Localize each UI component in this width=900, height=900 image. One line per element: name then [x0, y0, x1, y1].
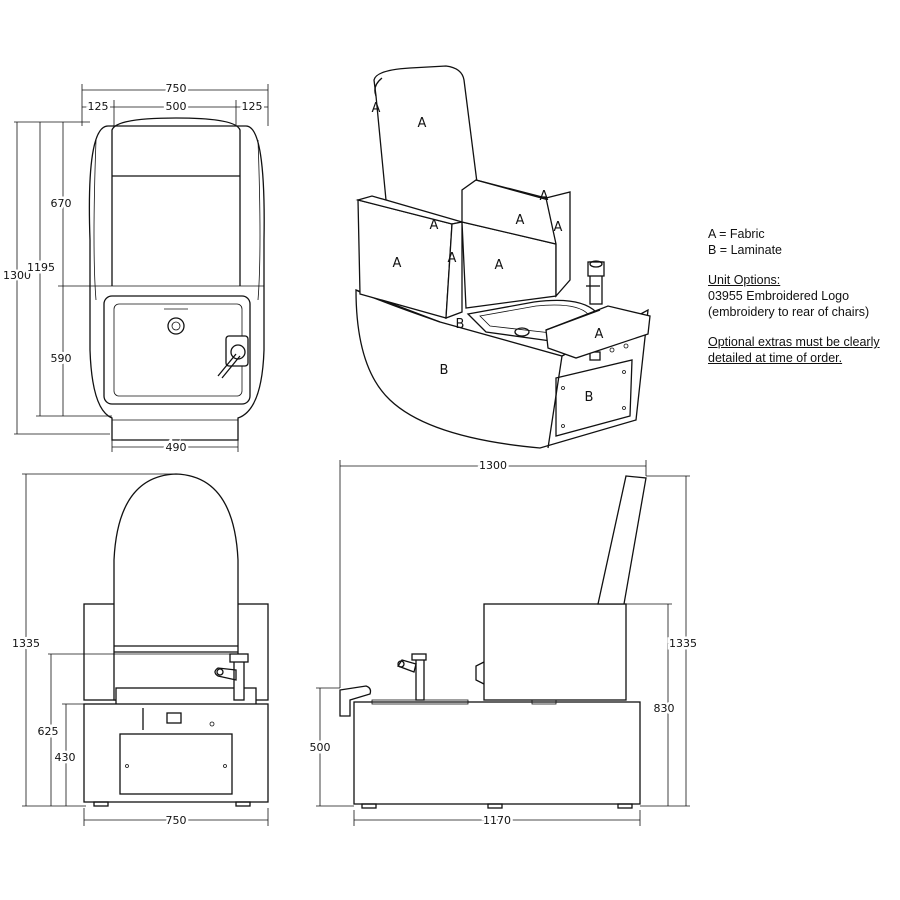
side-tap-icon	[397, 653, 427, 701]
legend-fabric: A = Fabric	[708, 227, 765, 241]
dim-top-inner-length: 1195	[27, 261, 55, 274]
isometric-view: A A A A A A A A A A B B B	[355, 65, 651, 449]
front-tap-icon	[214, 653, 249, 701]
iso-label-a-10: A	[595, 327, 604, 342]
side-view-dimensions	[316, 460, 690, 826]
front-view-outline	[83, 473, 269, 807]
dim-top-right-margin: 125	[242, 100, 263, 113]
notes-panel: A = Fabric B = Laminate Unit Options: 03…	[708, 226, 900, 366]
dim-top-basin-width: 490	[166, 441, 187, 454]
optional-extras-note-2: detailed at time of order.	[708, 351, 843, 365]
top-view-tap-icon	[217, 335, 249, 379]
iso-label-a-6: A	[554, 220, 563, 235]
dim-top-upper-length: 670	[51, 197, 72, 210]
dim-front-tap-height: 625	[38, 725, 59, 738]
iso-label-a-2: A	[418, 116, 427, 131]
notes-spacer-2	[708, 320, 900, 334]
legend-laminate: B = Laminate	[708, 243, 783, 257]
dim-front-height: 1335	[12, 637, 40, 650]
dim-top-center-width: 500	[166, 100, 187, 113]
iso-label-a-3: A	[540, 189, 549, 204]
top-view-outline	[88, 117, 265, 441]
dim-side-seat-height: 830	[654, 702, 675, 715]
iso-label-b-3: B	[585, 390, 594, 405]
dim-top-overall-length: 1300	[3, 269, 31, 282]
dim-top-overall-width: 750	[166, 82, 187, 95]
top-view-dimensions	[14, 84, 269, 452]
dim-top-lower-length: 590	[51, 352, 72, 365]
dim-side-length: 1300	[479, 459, 507, 472]
iso-label-b-2: B	[440, 363, 449, 378]
dim-front-base-height: 430	[55, 751, 76, 764]
iso-basin	[466, 299, 651, 359]
unit-option-logo-note: (embroidery to rear of chairs)	[708, 305, 870, 319]
front-view-dimensions	[22, 473, 269, 826]
unit-option-logo: 03955 Embroidered Logo	[708, 289, 850, 303]
iso-base	[355, 289, 649, 449]
top-view: 750 125 500 125 1300 1195 670 590 490	[1, 80, 269, 457]
side-view: 1300 1335 830 500 1170	[307, 457, 700, 830]
dim-side-ledge-height: 500	[310, 741, 331, 754]
unit-options-heading: Unit Options:	[708, 273, 781, 287]
notes-spacer	[708, 258, 900, 272]
iso-label-a-1: A	[372, 101, 381, 116]
side-view-outline	[339, 475, 647, 809]
dim-side-height: 1335	[669, 637, 697, 650]
dim-side-base-length: 1170	[483, 814, 511, 827]
dim-top-left-margin: 125	[88, 100, 109, 113]
iso-label-b-1: B	[456, 317, 465, 332]
iso-label-a-7: A	[393, 256, 402, 271]
iso-label-a-9: A	[495, 258, 504, 273]
iso-seat	[355, 65, 571, 319]
front-view: 1335 625 430 750	[10, 473, 269, 830]
optional-extras-note-1: Optional extras must be clearly	[708, 335, 880, 349]
dim-front-width: 750	[166, 814, 187, 827]
iso-tap-icon	[586, 260, 605, 305]
iso-label-a-8: A	[448, 251, 457, 266]
iso-label-a-4: A	[430, 218, 439, 233]
iso-label-a-5: A	[516, 213, 525, 228]
